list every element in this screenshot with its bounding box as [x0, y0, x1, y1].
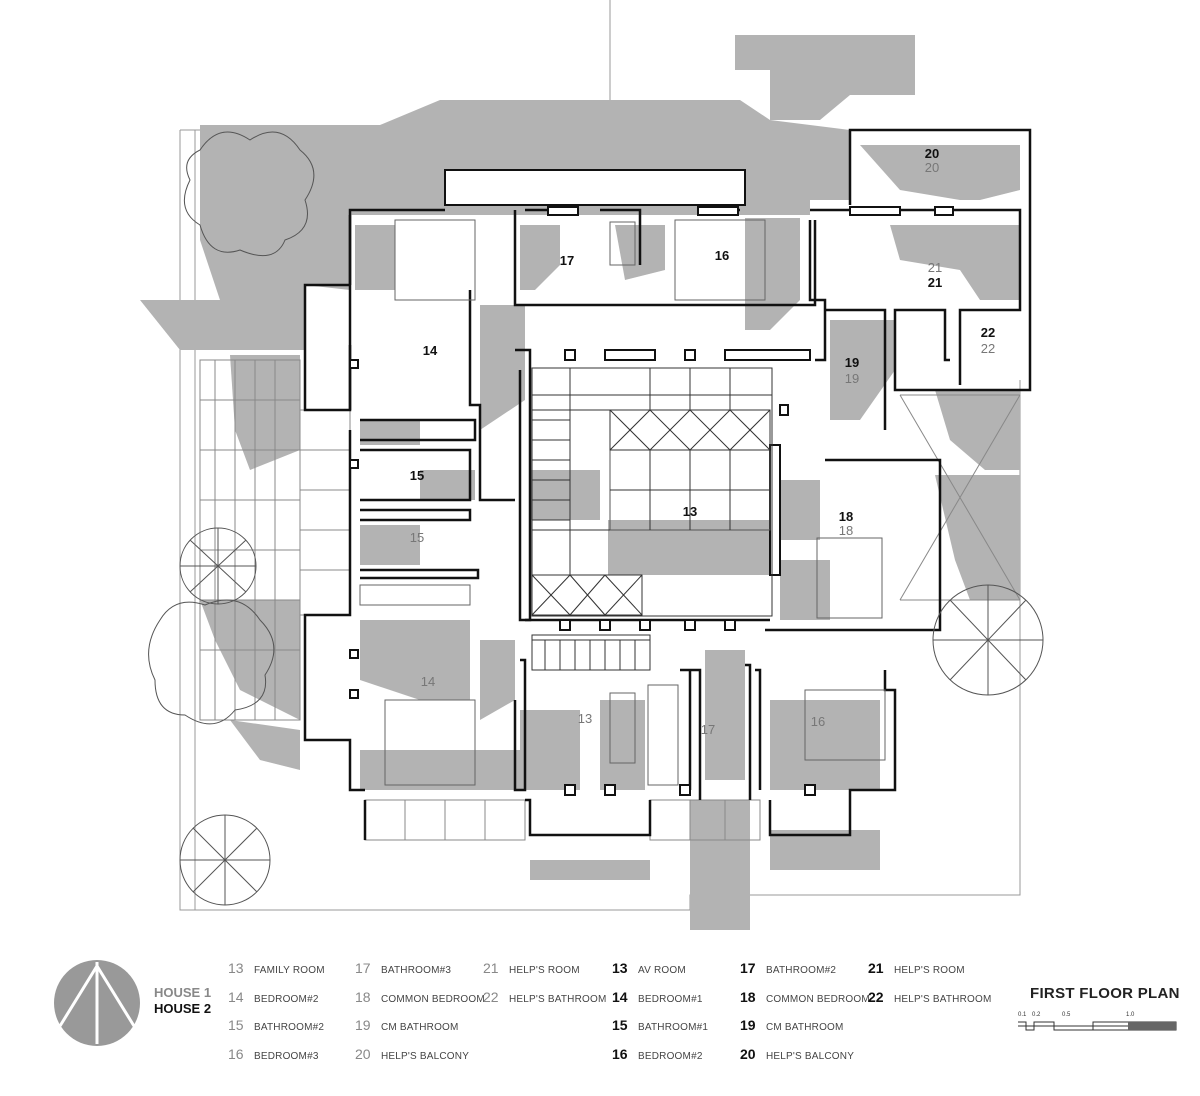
wall-openings [349, 169, 954, 796]
scale-tick-label: 0.2 [1032, 1012, 1041, 1018]
legend-number: 19 [355, 1017, 371, 1033]
scale-tick-label: 0.5 [1062, 1012, 1071, 1018]
courtyard-grid [531, 367, 773, 671]
legend-label: HELP'S BALCONY [766, 1051, 855, 1062]
legend-label: FAMILY ROOM [254, 965, 325, 976]
room-label: 20 [925, 160, 939, 175]
legend-number: 22 [868, 989, 884, 1005]
room-label: 16 [715, 248, 729, 263]
legend-label: BEDROOM#1 [638, 994, 703, 1005]
room-label: 18 [839, 523, 853, 538]
house-2-label: HOUSE 2 [154, 1001, 212, 1016]
pergola-structure [199, 359, 1021, 841]
legend-label: HELP'S ROOM [894, 965, 965, 976]
legend-item: 13 AV ROOM [612, 958, 686, 978]
legend-label: BATHROOM#3 [381, 965, 452, 976]
legend-number: 16 [612, 1046, 628, 1062]
legend-number: 19 [740, 1017, 756, 1033]
house-1-label: HOUSE 1 [154, 985, 212, 1000]
legend-item: 15 BATHROOM#1 [612, 1015, 708, 1035]
trees [148, 131, 1044, 906]
legend-number: 15 [228, 1017, 244, 1033]
legend-number: 13 [612, 960, 628, 976]
room-label: 15 [410, 530, 424, 545]
legend-item: 21 HELP'S ROOM [868, 958, 965, 978]
legend-label: BEDROOM#2 [254, 994, 319, 1005]
room-label: 13 [683, 504, 697, 519]
legend-number: 17 [355, 960, 371, 976]
legend-label: CM BATHROOM [766, 1022, 844, 1033]
legend-label: BATHROOM#2 [254, 1022, 325, 1033]
room-label: 21 [928, 260, 942, 275]
legend-number: 17 [740, 960, 756, 976]
legend-label: COMMON BEDROOM [381, 994, 485, 1005]
legend-item: 20 HELP'S BALCONY [355, 1044, 469, 1064]
room-label: 17 [701, 722, 715, 737]
legend-number: 15 [612, 1017, 628, 1033]
legend-item: 17 BATHROOM#2 [740, 958, 836, 978]
room-label: 22 [981, 325, 995, 340]
room-labels: 20 20 17 16 21 21 22 22 14 19 19 15 13 1… [410, 146, 995, 737]
room-label: 19 [845, 371, 859, 386]
legend-item: 20 HELP'S BALCONY [740, 1044, 854, 1064]
legend-item: 19 CM BATHROOM [740, 1015, 844, 1035]
legend-item: 16 BEDROOM#3 [228, 1044, 319, 1064]
legend-number: 20 [355, 1046, 371, 1062]
legend-number: 14 [612, 989, 628, 1005]
legend-label: BATHROOM#1 [638, 1022, 709, 1033]
legend-item: 14 BEDROOM#1 [612, 987, 703, 1007]
room-label: 14 [423, 343, 438, 358]
legend-label: HELP'S BATHROOM [894, 994, 992, 1005]
room-label: 19 [845, 355, 859, 370]
room-label: 18 [839, 509, 853, 524]
room-label: 16 [811, 714, 825, 729]
legend-number: 16 [228, 1046, 244, 1062]
north-arrow-icon [54, 960, 140, 1046]
legend-number: 21 [868, 960, 884, 976]
legend-item: 17 BATHROOM#3 [355, 958, 451, 978]
legend-number: 21 [483, 960, 499, 976]
room-label: 14 [421, 674, 435, 689]
legend-label: HELP'S BATHROOM [509, 994, 607, 1005]
room-label: 17 [560, 253, 574, 268]
legend-item: 13 FAMILY ROOM [228, 958, 325, 978]
legend-item: 22 HELP'S BATHROOM [868, 987, 992, 1007]
legend-item: 14 BEDROOM#2 [228, 987, 319, 1007]
legend-number: 20 [740, 1046, 756, 1062]
scale-tick-label: 0.1 [1018, 1012, 1027, 1018]
scale-bar [1018, 1021, 1177, 1031]
legend-item: 16 BEDROOM#2 [612, 1044, 703, 1064]
legend-label: HELP'S ROOM [509, 965, 580, 976]
room-label: 21 [928, 275, 942, 290]
legend-item: 19 CM BATHROOM [355, 1015, 459, 1035]
furniture [359, 219, 886, 786]
legend-label: CM BATHROOM [381, 1022, 459, 1033]
legend-label: BEDROOM#2 [638, 1051, 703, 1062]
room-label: 13 [578, 711, 592, 726]
legend-item: 15 BATHROOM#2 [228, 1015, 324, 1035]
plan-title: FIRST FLOOR PLAN [1030, 985, 1180, 1002]
legend-label: BATHROOM#2 [766, 965, 837, 976]
legend-label: COMMON BEDROOM [766, 994, 870, 1005]
room-label: 22 [981, 341, 995, 356]
room-label: 20 [925, 146, 939, 161]
room-label: 15 [410, 468, 424, 483]
legend-item: 21 HELP'S ROOM [483, 958, 580, 978]
legend-label: AV ROOM [638, 965, 686, 976]
legend-label: HELP'S BALCONY [381, 1051, 470, 1062]
legend-label: BEDROOM#3 [254, 1051, 319, 1062]
legend-number: 18 [740, 989, 756, 1005]
legend-number: 13 [228, 960, 244, 976]
legend-number: 22 [483, 989, 499, 1005]
scale-tick-label: 1.0 [1126, 1012, 1135, 1018]
legend-item: 18 COMMON BEDROOM [740, 987, 870, 1007]
legend-number: 18 [355, 989, 371, 1005]
legend-number: 14 [228, 989, 244, 1005]
walls [303, 128, 1032, 840]
floor-plan-drawing: 20 20 17 16 21 21 22 22 14 19 19 15 13 1… [140, 0, 1044, 930]
legend-item: 18 COMMON BEDROOM [355, 987, 485, 1007]
legend-item: 22 HELP'S BATHROOM [483, 987, 607, 1007]
